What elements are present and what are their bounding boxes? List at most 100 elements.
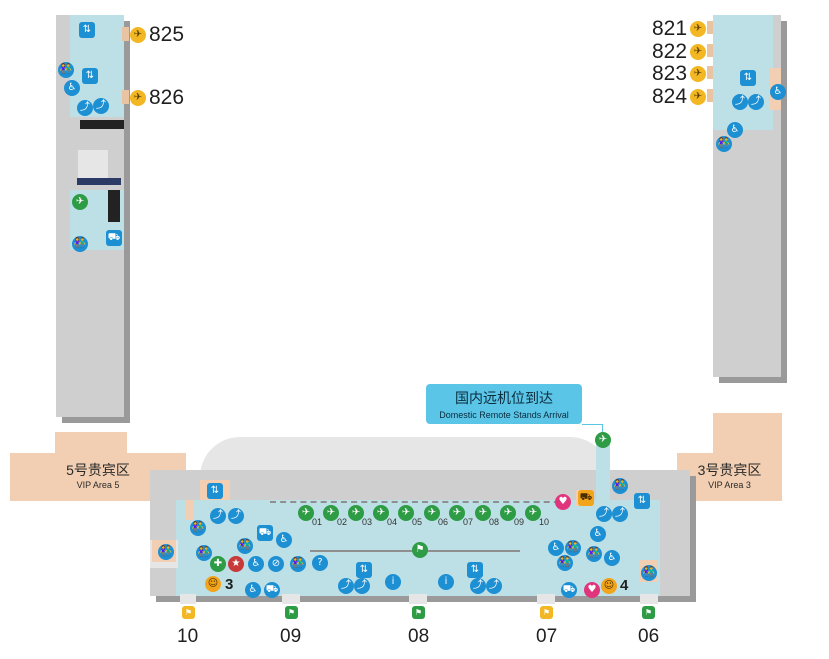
baby-care-icon: ♿: [770, 84, 786, 100]
remote-stand-07-icon: ✈: [449, 505, 465, 521]
restroom-icon: 👫: [586, 546, 602, 562]
remote-stand-01-icon: ✈: [298, 505, 314, 521]
counter-icon: ☺: [205, 576, 221, 592]
remote-stand-02-icon: ✈: [323, 505, 339, 521]
restroom-icon: 👫: [557, 555, 573, 571]
police-icon: ★: [228, 556, 244, 572]
gate-824-label: 824: [652, 85, 688, 108]
elevator-icon: ⇅: [356, 562, 372, 578]
escalator-icon: ⤴: [596, 506, 612, 522]
elevator-icon: ⇅: [207, 483, 223, 499]
baby-care-icon: ♥: [584, 582, 600, 598]
left-pier-sign-3: [108, 190, 120, 222]
restroom-icon: 👫: [290, 556, 306, 572]
information-icon: i: [438, 574, 454, 590]
callout-subtitle: Domestic Remote Stands Arrival: [439, 410, 569, 420]
remote-stand-09-icon: ✈: [500, 505, 516, 521]
elevator-icon: ⇅: [634, 493, 650, 509]
luggage-icon: ⛟: [561, 582, 577, 598]
gate-821-door: [707, 21, 713, 34]
accessible-restroom-icon: ♿: [64, 80, 80, 96]
no-smoking-icon: ⊘: [268, 556, 284, 572]
accessible-restroom-icon: ♿: [548, 540, 564, 556]
first-aid-icon: ✚: [210, 556, 226, 572]
left-pier-sign-2: [77, 178, 121, 185]
remote-stand-05-label: 05: [412, 517, 423, 527]
stairs-icon: ⤴: [354, 578, 370, 594]
gate-821-label: 821: [652, 17, 688, 40]
restroom-icon: 👫: [716, 136, 732, 152]
arrival-icon: ✈: [72, 194, 88, 210]
gate-06-label: 06: [638, 626, 660, 647]
baby-care-icon: ♿: [590, 526, 606, 542]
stairs-icon: ⤴: [748, 94, 764, 110]
vip-area-3: [677, 453, 782, 501]
restroom-icon: 👫: [565, 540, 581, 556]
restroom-icon: 👫: [58, 62, 74, 78]
bus-gate-icon: ⚑: [412, 542, 428, 558]
left-vip-door: [186, 500, 194, 520]
elevator-icon: ⇅: [467, 562, 483, 578]
remote-stand-03-icon: ✈: [348, 505, 364, 521]
gate-826-label: 826: [149, 86, 185, 109]
gate-825-door: [122, 27, 129, 41]
restroom-icon: 👫: [237, 538, 253, 554]
vip-area-3-subtitle: VIP Area 3: [708, 480, 751, 490]
domestic-remote-arrival-callout: 国内远机位到达 Domestic Remote Stands Arrival: [426, 384, 582, 424]
remote-stand-07-label: 07: [463, 517, 474, 527]
remote-stand-09-label: 09: [514, 517, 525, 527]
callout-title: 国内远机位到达: [455, 390, 553, 406]
luggage-icon: ⛟: [106, 230, 122, 246]
departure-gate-icon: ✈: [130, 90, 146, 106]
departure-gate-icon: ✈: [690, 89, 706, 105]
accessible-restroom-icon: ♿: [604, 550, 620, 566]
remote-stand-08-icon: ✈: [475, 505, 491, 521]
remote-stand-10-icon: ✈: [525, 505, 541, 521]
restroom-icon: 👫: [612, 478, 628, 494]
arrival-corridor: [596, 440, 610, 502]
remote-stand-04-icon: ✈: [373, 505, 389, 521]
gate-09-stub: [282, 594, 300, 604]
callout-leader-line: [582, 424, 603, 437]
restroom-icon: 👫: [72, 236, 88, 252]
gate-822-label: 822: [652, 40, 688, 63]
gate-822-door: [707, 44, 713, 57]
restroom-icon: 👫: [158, 544, 174, 560]
baby-care-icon: ♿: [276, 532, 292, 548]
bus-gate-icon: ⚑: [540, 606, 553, 619]
stairs-icon: ⤴: [93, 98, 109, 114]
gate-825-label: 825: [149, 23, 185, 46]
stairs-icon: ⤴: [486, 578, 502, 594]
elevator-icon: ⇅: [82, 68, 98, 84]
vip-area-5-annex: [55, 432, 127, 454]
gate-10-label: 10: [177, 626, 199, 647]
gate-08-stub: [409, 594, 427, 604]
arrival-icon: ✈: [595, 432, 611, 448]
accessible-restroom-icon: ♿: [248, 556, 264, 572]
restroom-icon: 👫: [641, 565, 657, 581]
left-pier-corridor: [78, 150, 108, 180]
remote-stand-10-label: 10: [539, 517, 550, 527]
gate-823-label: 823: [652, 62, 688, 85]
restroom-icon: 👫: [196, 545, 212, 561]
gate-08-label: 08: [408, 626, 430, 647]
counter-4-badge: 4: [620, 577, 629, 594]
bus-gate-icon: ⚑: [285, 606, 298, 619]
stairs-icon: ⤴: [228, 508, 244, 524]
remote-stand-08-label: 08: [489, 517, 500, 527]
escalator-icon: ⤴: [77, 100, 93, 116]
gate-06-stub: [640, 594, 658, 604]
information-icon: ?: [312, 555, 328, 571]
bus-gate-icon: ⚑: [182, 606, 195, 619]
elevator-icon: ⇅: [79, 22, 95, 38]
gate-09-label: 09: [280, 626, 302, 647]
counter-3-badge: 3: [225, 576, 234, 593]
information-icon: i: [385, 574, 401, 590]
escalator-icon: ⤴: [470, 578, 486, 594]
luggage-service-icon: ⛟: [578, 490, 594, 506]
departure-gate-icon: ✈: [130, 27, 146, 43]
remote-stand-02-label: 02: [337, 517, 348, 527]
gate-10-stub: [180, 594, 196, 604]
luggage-icon: ⛟: [264, 582, 280, 598]
remote-stand-05-icon: ✈: [398, 505, 414, 521]
